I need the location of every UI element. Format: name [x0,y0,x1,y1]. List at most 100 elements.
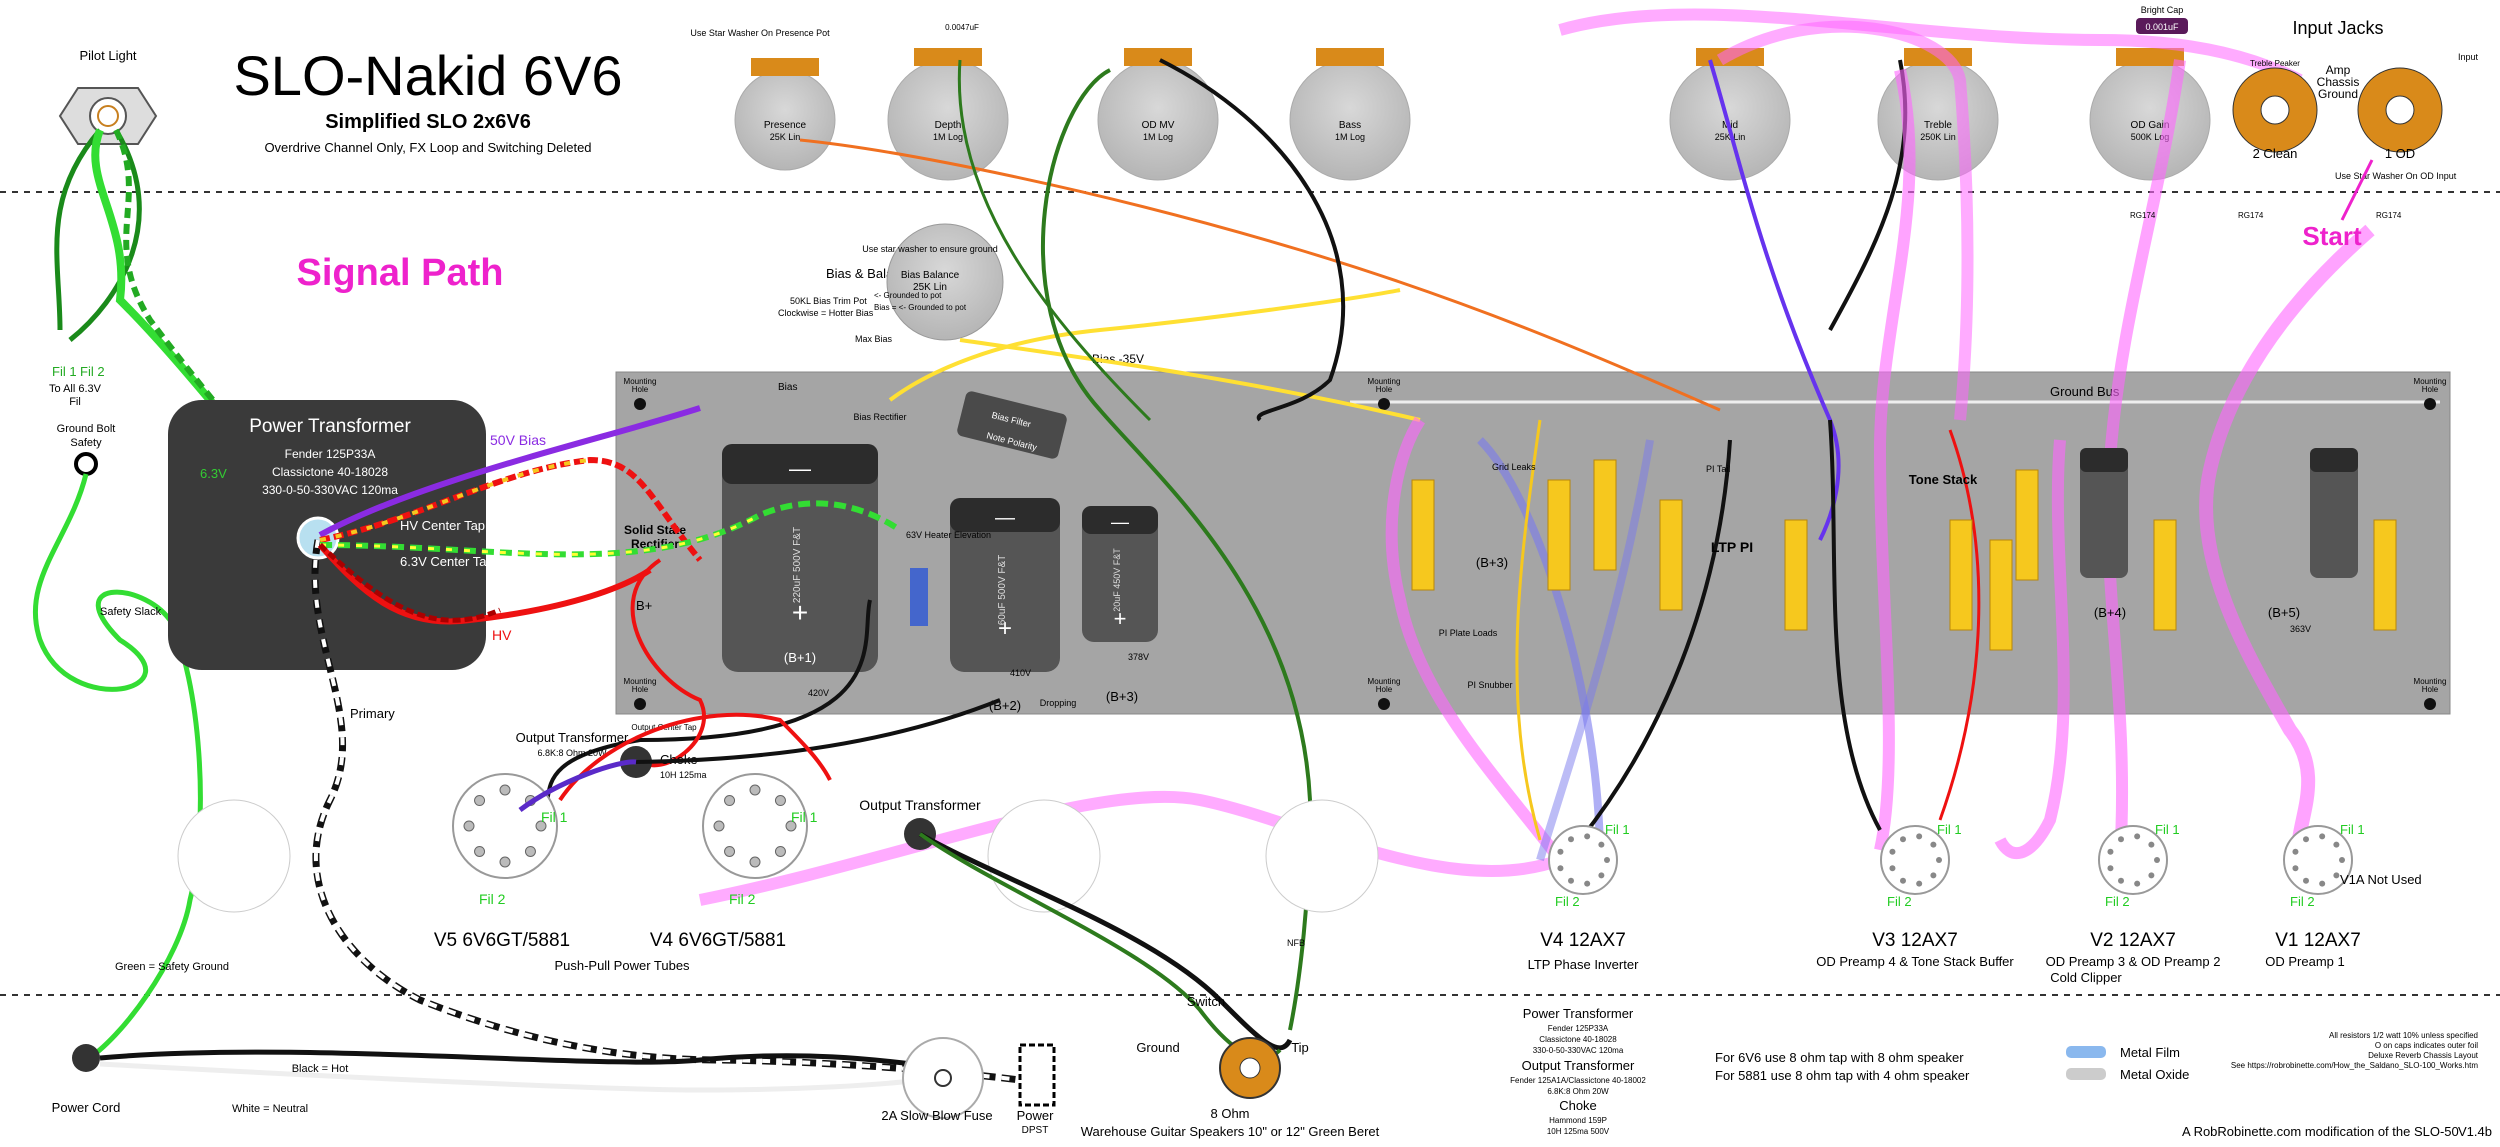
jack-clean-label: 2 Clean [2253,146,2298,161]
v1-desc: OD Preamp 1 [2265,954,2344,969]
chassis-cutout [1265,799,1379,913]
rg174-2: RG174 [2238,211,2264,220]
svg-text:+: + [792,597,808,628]
start-label: Start [2302,221,2362,251]
depth-cap-small: 0.0047uF [945,23,979,32]
jack-od-label: 1 OD [2385,146,2415,161]
filter-cap-20: — + [1082,506,1158,642]
chassis [615,371,2451,715]
v420-label: 420V [808,688,829,698]
bright-cap-value: 0.001uF [2145,22,2179,32]
ot-main-label: Output Transformer [859,797,981,813]
to-all-fil-2: Fil [69,396,81,408]
pilot-light-label: Pilot Light [79,48,136,63]
note-layout: Deluxe Reverb Chassis Layout [2368,1051,2479,1060]
cap-60-label: 60uF 500V F&T [997,555,1008,626]
bias-balance-pot-value: 25K Lin [913,282,947,293]
pt-box-line2: Classictone 40-18028 [272,465,388,479]
tone-stack-label: Tone Stack [1909,472,1978,487]
fil1-label: Fil 1 [52,364,77,379]
bias-clockwise-note: Clockwise = Hotter Bias [778,308,874,318]
ground-bolt [74,452,98,476]
v4-label: V4 12AX7 [1540,930,1626,951]
primary-label: Primary [350,706,395,721]
v4-power-label: V4 6V6GT/5881 [650,930,786,951]
max-bias-label: Max Bias [855,334,893,344]
grid-leaks-label: Grid Leaks [1492,462,1536,472]
coupling-cap [1411,479,1435,591]
fuse-label: 2A Slow Blow Fuse [881,1108,992,1123]
v378-label: 378V [1128,652,1149,662]
v3-label: V3 12AX7 [1872,930,1958,951]
coupling-cap [1949,519,1973,631]
od-mv-pot-label: OD MV [1142,120,1175,131]
footer-choke-title: Choke [1559,1098,1597,1113]
note-caps: O on caps indicates outer foil [2375,1041,2478,1050]
coupling-cap [1659,499,1683,611]
presence-pot-value: 25K Lin [770,132,801,142]
presence-note: Use Star Washer On Presence Pot [690,28,830,38]
filter-cap-60: — + [950,498,1060,672]
mounting-label: Mounting [1368,377,1401,386]
v4-desc: LTP Phase Inverter [1528,957,1639,972]
v50-bias-label: 50V Bias [490,432,546,448]
fuse-holder [902,1037,984,1119]
power-switch [1018,1043,1056,1107]
fil2-pin-label: Fil 2 [729,891,756,907]
hole-label: Hole [2422,685,2439,694]
v2-desc1: OD Preamp 3 & OD Preamp 2 [2046,954,2221,969]
mounting-label: Mounting [624,677,657,686]
preamp-socket: Fil 1 Fil 2 [2283,822,2365,909]
fil1-pin-label: Fil 1 [2340,822,2365,837]
ot-spec: 6.8K:8 Ohm 20W [537,748,607,758]
bias-rectifier-label: Bias Rectifier [853,412,906,422]
pi-snubber-label: PI Snubber [1467,680,1512,690]
metal-oxide-label: Metal Oxide [2120,1067,2189,1082]
fil1-pin-label: Fil 1 [2155,822,2180,837]
v363-label: 363V [2290,624,2311,634]
bright-cap-label: Bright Cap [2141,5,2184,15]
version-label: V1.4b [2458,1124,2492,1139]
heater-elev-label: 63V Heater Elevation [906,530,991,540]
bias-legend-2: Bias = <- Grounded to pot [874,303,967,312]
svg-text:—: — [789,456,811,481]
white-neutral-label: White = Neutral [232,1103,308,1115]
hole-label: Hole [1376,685,1393,694]
rg174-3: RG174 [2376,211,2402,220]
fil2-pin-label: Fil 2 [1887,894,1912,909]
metal-oxide-swatch [2066,1068,2106,1080]
coupling-caps [1411,448,2397,651]
od-gain-pot-value: 500K Log [2131,132,2170,142]
choke-spec: 10H 125ma [660,770,707,780]
hv-ct-label: HV Center Tap [400,518,485,533]
fil2-pin-label: Fil 2 [1555,894,1580,909]
power-switch-dpst: DPST [1022,1125,1049,1136]
v2-desc2: Cold Clipper [2050,970,2122,985]
footer-ot-1: Fender 125A1A/Classictone 40-18002 [1510,1076,1646,1085]
fil2-pin-label: Fil 2 [2105,894,2130,909]
svg-text:—: — [1111,512,1129,532]
amp-ground-1: Amp [2326,63,2351,77]
speakers-label: Warehouse Guitar Speakers 10" or 12" Gre… [1081,1124,1380,1139]
footer-choke-2: 10H 125ma 500V [1547,1127,1610,1136]
star-washer-od-label: Use Star Washer On OD Input [2335,171,2457,181]
mounting-label: Mounting [624,377,657,386]
cap-220-label: 220uF 500V F&T [792,527,803,603]
power-cord-grommet [72,1044,100,1072]
mounting-label: Mounting [2414,377,2447,386]
treble-pot-label: Treble [1924,120,1952,131]
v1-label: V1 12AX7 [2275,930,2361,951]
pt-63v-label: 6.3V [200,466,227,481]
fil2-pin-label: Fil 2 [2290,894,2315,909]
credit-label: A RobRobinette.com modification of the S… [2182,1124,2459,1139]
coupling-cap [2015,469,2039,581]
coupling-cap [1547,479,1571,591]
